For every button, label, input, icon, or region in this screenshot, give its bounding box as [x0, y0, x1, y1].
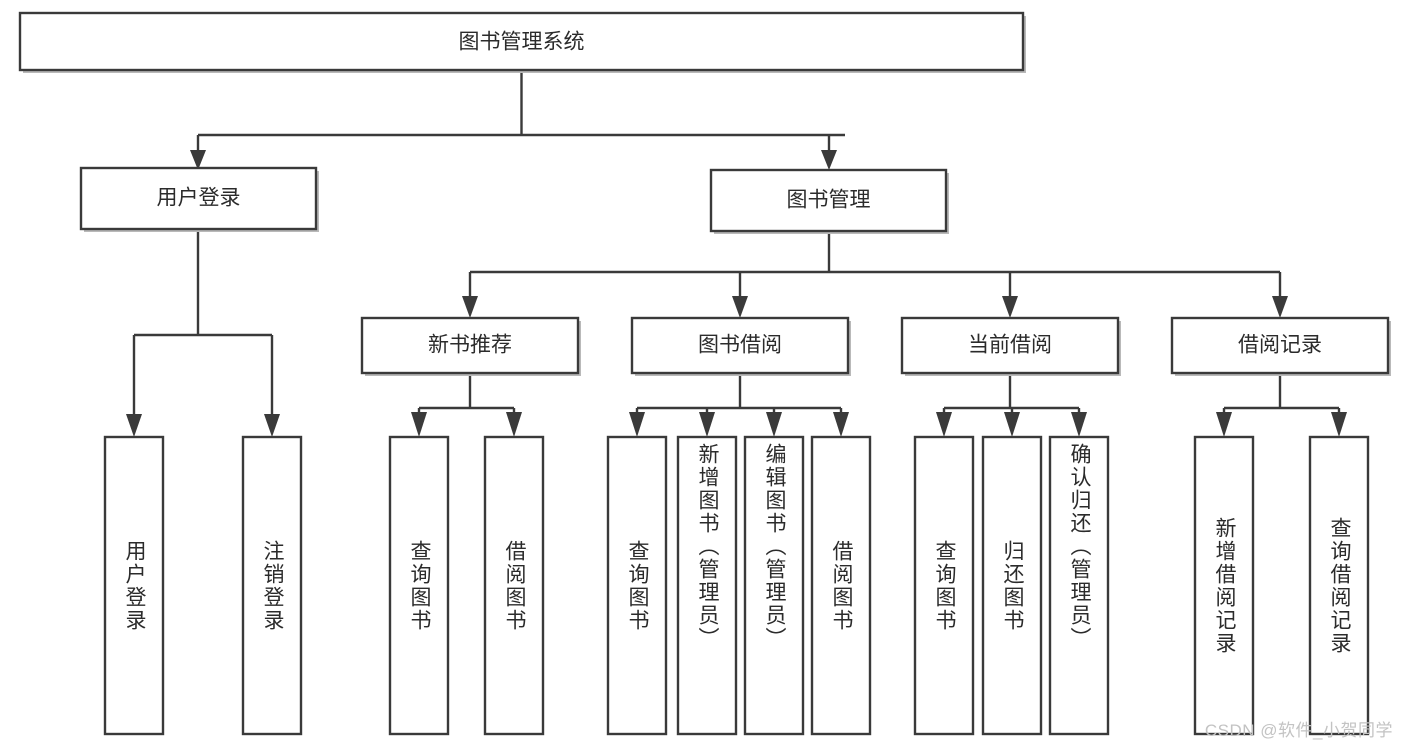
arrow-head-leaf-borrow-book-2	[833, 412, 849, 437]
node-borrow-record-label: 借阅记录	[1238, 334, 1322, 357]
node-book-manage[interactable]: 图书管理	[709, 168, 949, 234]
node-new-book-recommend-label: 新书推荐	[428, 334, 512, 357]
leaf-query-record-box[interactable]	[1308, 435, 1370, 736]
arrow-head-leaf-return-book	[1004, 412, 1020, 437]
node-root-label: 图书管理系统	[459, 31, 585, 54]
leaf-confirm-return-box[interactable]	[1048, 435, 1110, 736]
arrow-head-book-borrow	[732, 296, 748, 318]
node-current-borrow-box[interactable]	[900, 316, 1120, 375]
leaf-borrow-book-2-box[interactable]	[810, 435, 872, 736]
node-user-login[interactable]: 用户登录	[79, 166, 319, 232]
leaf-box-group	[103, 435, 1370, 736]
csdn-watermark: CSDN @软件_小贺同学	[1204, 721, 1393, 740]
arrow-head-new-book-recommend	[462, 296, 478, 318]
leaf-query-book-3-box[interactable]	[913, 435, 975, 736]
node-new-book-recommend[interactable]: 新书推荐	[360, 316, 581, 376]
arrow-head-book-manage	[821, 150, 837, 170]
node-new-book-recommend-box[interactable]	[360, 316, 580, 375]
leaf-edit-book-box[interactable]	[743, 435, 805, 736]
leaf-query-book-1-box[interactable]	[388, 435, 450, 736]
leaf-user-login-box[interactable]	[103, 435, 165, 736]
arrow-head-leaf-borrow-book-1	[506, 412, 522, 437]
node-user-login-label: 用户登录	[157, 187, 241, 210]
node-book-borrow-box[interactable]	[630, 316, 850, 375]
arrow-head-leaf-user-login	[126, 414, 142, 437]
node-borrow-record-box[interactable]	[1170, 316, 1390, 375]
leaf-return-book-box[interactable]	[981, 435, 1043, 736]
leaf-query-book-2-box[interactable]	[606, 435, 668, 736]
leaf-user-logout-box[interactable]	[241, 435, 303, 736]
arrow-head-leaf-add-record	[1216, 412, 1232, 437]
leaf-add-record-box[interactable]	[1193, 435, 1255, 736]
node-borrow-record[interactable]: 借阅记录	[1170, 316, 1391, 376]
node-user-login-box[interactable]	[79, 166, 318, 231]
arrow-head-leaf-confirm-return	[1071, 412, 1087, 437]
node-book-manage-box[interactable]	[709, 168, 948, 233]
arrow-head-leaf-query-book-2	[629, 412, 645, 437]
arrow-head-leaf-edit-book	[766, 412, 782, 437]
arrow-head-borrow-record	[1272, 296, 1288, 318]
node-root[interactable]: 图书管理系统	[18, 11, 1026, 73]
node-book-borrow-label: 图书借阅	[698, 334, 782, 357]
node-book-borrow[interactable]: 图书借阅	[630, 316, 851, 376]
node-current-borrow-label: 当前借阅	[968, 334, 1052, 357]
leaf-borrow-book-1-box[interactable]	[483, 435, 545, 736]
leaf-add-book-box[interactable]	[676, 435, 738, 736]
node-book-manage-label: 图书管理	[787, 189, 871, 212]
node-root-box[interactable]	[18, 11, 1025, 72]
node-current-borrow[interactable]: 当前借阅	[900, 316, 1121, 376]
arrow-head-current-borrow	[1002, 296, 1018, 318]
arrow-head-leaf-query-book-3	[936, 412, 952, 437]
connector-group	[126, 70, 1347, 437]
arrow-head-leaf-query-record	[1331, 412, 1347, 437]
arrow-head-leaf-query-book-1	[411, 412, 427, 437]
arrow-head-leaf-add-book	[699, 412, 715, 437]
arrow-head-leaf-user-logout	[264, 414, 280, 437]
arrow-head-user-login	[190, 150, 206, 170]
